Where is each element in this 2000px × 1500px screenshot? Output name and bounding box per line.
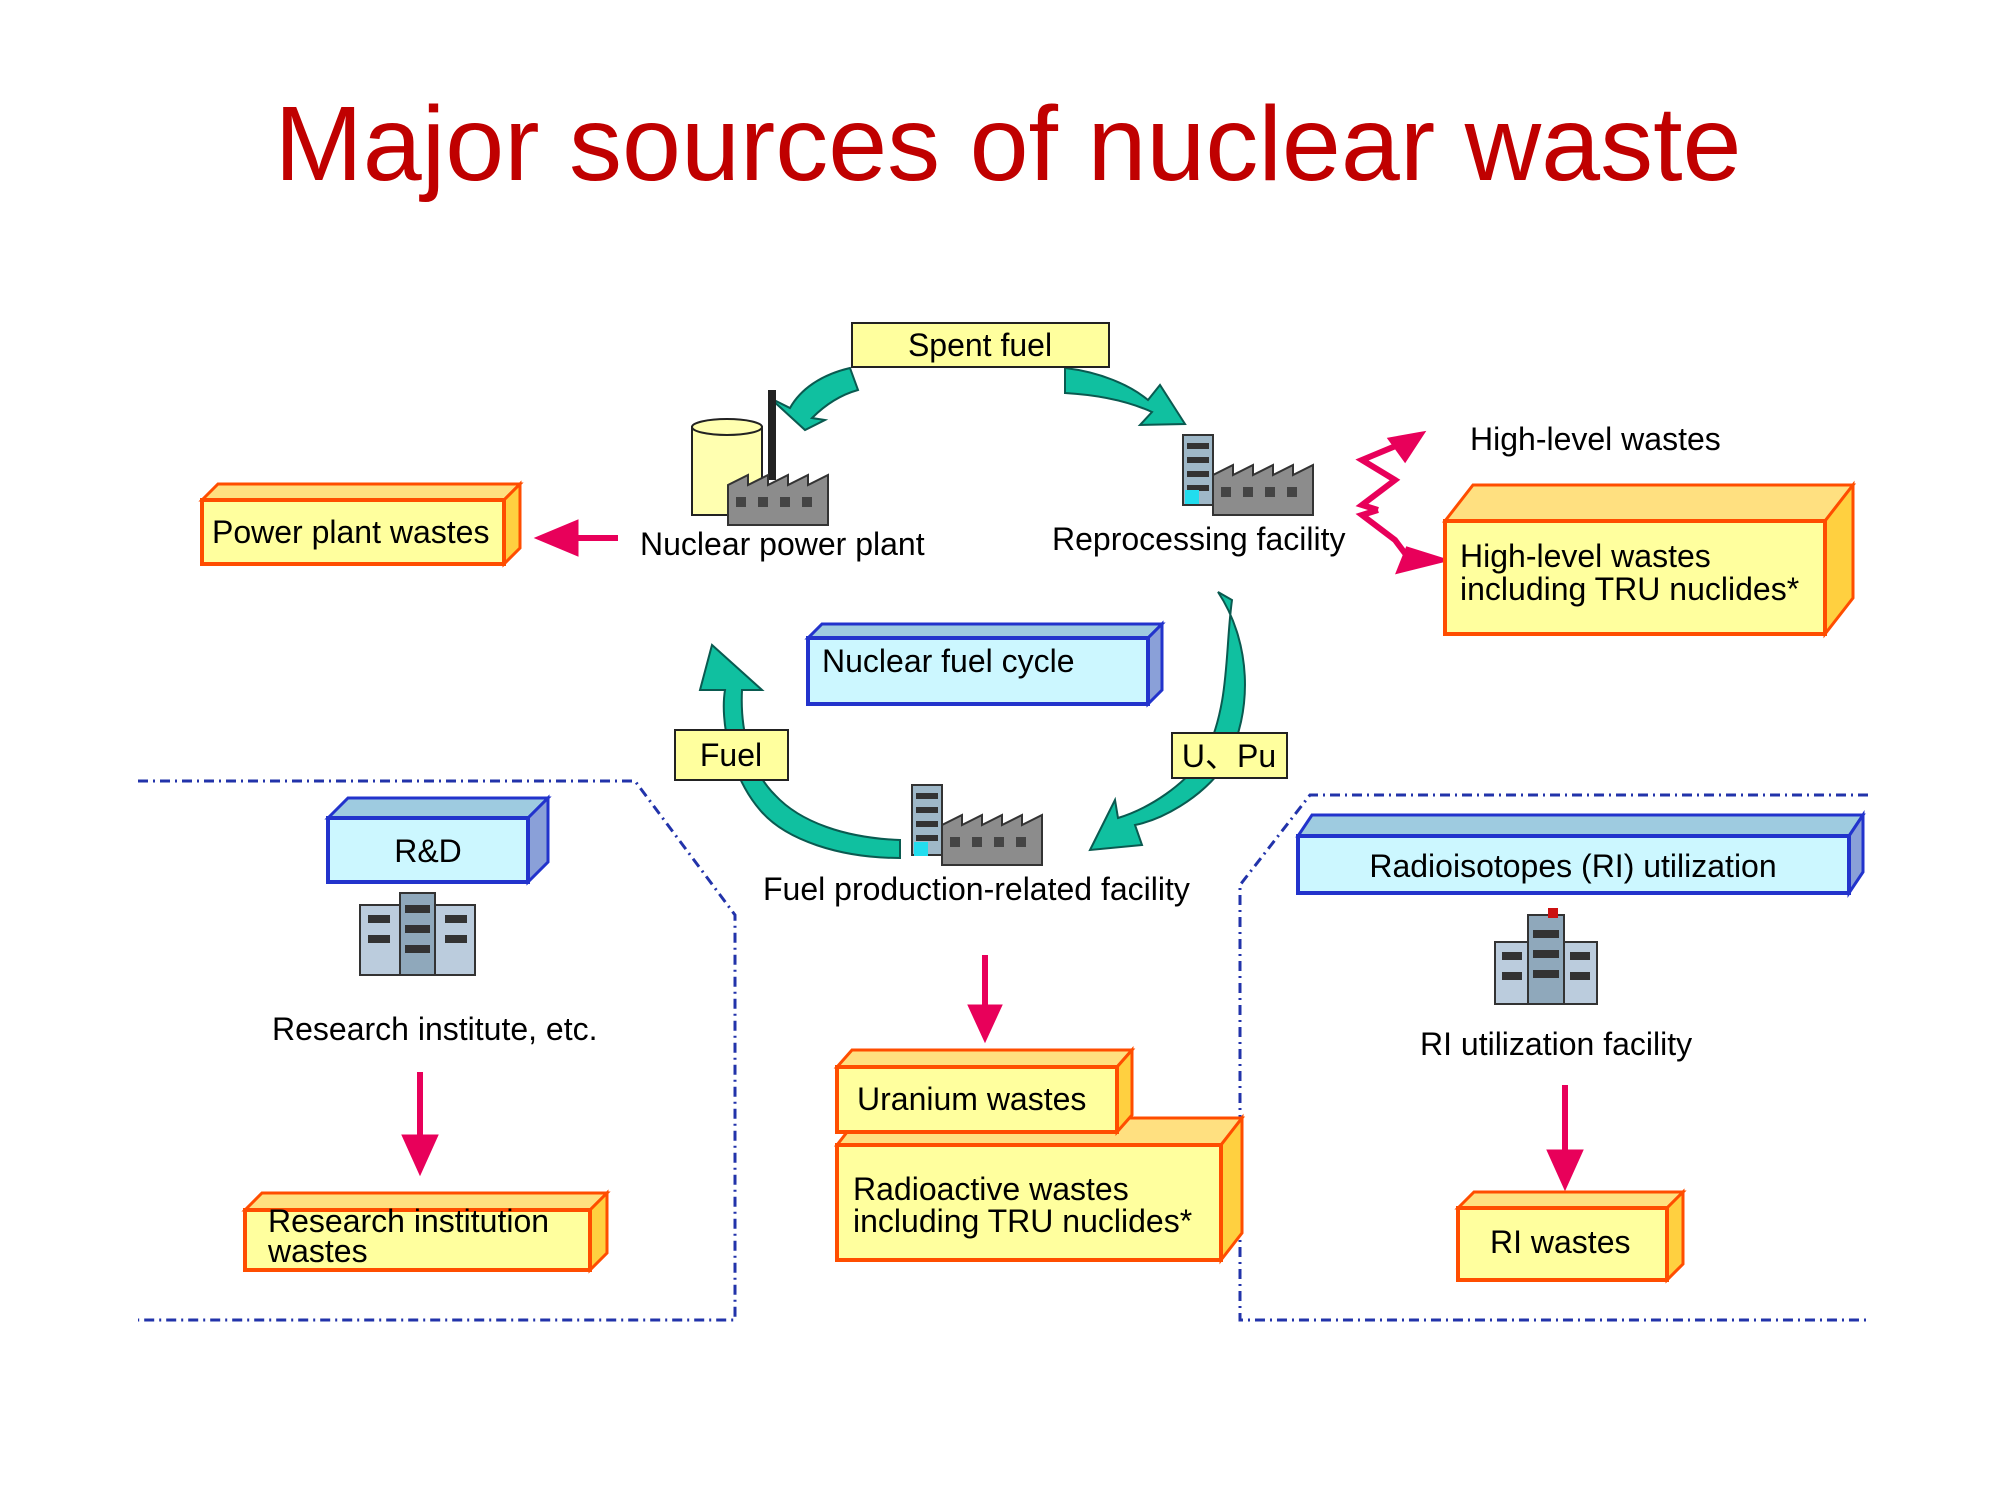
- ri-utilization-box: Radioisotopes (RI) utilization: [1295, 810, 1866, 898]
- svg-text:Radioactive wastes: Radioactive wastes: [853, 1171, 1129, 1207]
- spent-fuel-label: Spent fuel: [851, 322, 1110, 368]
- high-level-tru-box: High-level wastes including TRU nuclides…: [1441, 480, 1857, 639]
- ri-building-icon: [1494, 908, 1598, 1005]
- radioactive-wastes-box: Radioactive wastes including TRU nuclide…: [833, 1113, 1246, 1265]
- arrow-spent-to-reprocessing: [1064, 366, 1187, 427]
- reprocessing-facility-label: Reprocessing facility: [1052, 521, 1345, 557]
- arrow-plant-to-spent: [769, 366, 860, 432]
- arrows-to-high-level: [1355, 430, 1452, 575]
- high-level-wastes-label: High-level wastes: [1470, 421, 1721, 457]
- svg-text:High-level wastes: High-level wastes: [1460, 538, 1711, 574]
- svg-text:Fuel: Fuel: [700, 737, 762, 773]
- arrow-reprocessing-to-fuelprod: [1088, 591, 1246, 852]
- svg-text:Spent fuel: Spent fuel: [908, 327, 1052, 363]
- svg-text:Power plant wastes: Power plant wastes: [212, 514, 489, 550]
- svg-text:Uranium wastes: Uranium wastes: [857, 1081, 1086, 1117]
- nuclear-power-plant-label: Nuclear power plant: [640, 526, 925, 562]
- arrow-to-power-plant-wastes: [533, 519, 618, 557]
- svg-text:R&D: R&D: [394, 833, 462, 869]
- svg-text:wastes: wastes: [267, 1233, 368, 1269]
- reprocessing-facility-icon: [1182, 434, 1314, 516]
- rd-box: R&D: [324, 794, 552, 886]
- svg-text:RI wastes: RI wastes: [1490, 1224, 1630, 1260]
- ri-facility-label: RI utilization facility: [1420, 1026, 1692, 1062]
- nuclear-fuel-cycle-box: Nuclear fuel cycle: [804, 620, 1166, 708]
- research-building-icon: [359, 892, 476, 976]
- svg-text:Radioisotopes (RI) utilization: Radioisotopes (RI) utilization: [1369, 848, 1776, 884]
- rd-region-border: [138, 779, 737, 1322]
- fuel-label: Fuel: [674, 729, 789, 781]
- svg-text:Research institution: Research institution: [268, 1203, 549, 1239]
- svg-text:U、Pu: U、Pu: [1182, 738, 1276, 774]
- u-pu-label: U、Pu: [1171, 732, 1288, 779]
- arrow-research-down: [401, 1072, 439, 1177]
- power-plant-wastes-box: Power plant wastes: [198, 480, 524, 568]
- arrow-ri-down: [1546, 1085, 1584, 1192]
- research-wastes-box: Research institution wastes: [241, 1189, 611, 1274]
- page-title: Major sources of nuclear waste: [275, 85, 1742, 203]
- ri-wastes-box: RI wastes: [1454, 1188, 1687, 1284]
- fuel-facility-icon: [911, 784, 1043, 866]
- research-institute-label: Research institute, etc.: [272, 1011, 597, 1047]
- svg-text:Nuclear fuel cycle: Nuclear fuel cycle: [822, 643, 1075, 679]
- power-plant-icon: [691, 390, 829, 526]
- svg-text:including TRU nuclides*: including TRU nuclides*: [1460, 571, 1799, 607]
- svg-text:including TRU nuclides*: including TRU nuclides*: [853, 1203, 1192, 1239]
- fuel-production-label: Fuel production-related facility: [763, 871, 1190, 907]
- arrow-fuelprod-down: [967, 955, 1003, 1044]
- uranium-wastes-box: Uranium wastes: [833, 1046, 1136, 1136]
